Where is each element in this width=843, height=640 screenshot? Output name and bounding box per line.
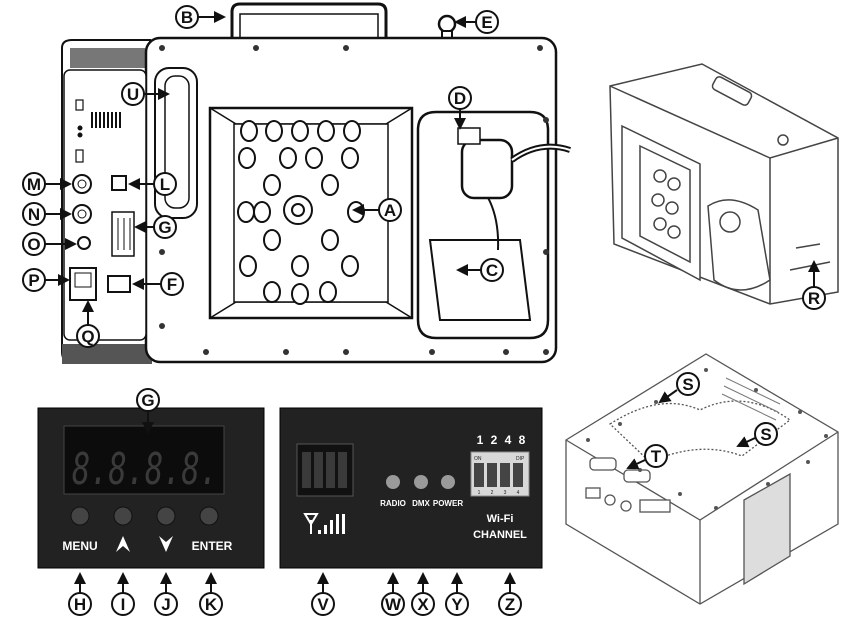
callout-y: Y	[451, 595, 463, 614]
dip-number-1: 1	[477, 433, 484, 447]
callout-c: C	[486, 261, 498, 280]
callout-v: V	[317, 595, 329, 614]
menu-button[interactable]	[70, 506, 90, 526]
up-arrow-icon	[116, 536, 130, 552]
dip-number-2: 2	[491, 433, 498, 447]
enter-button[interactable]	[199, 506, 219, 526]
unit-bottom-view	[565, 353, 839, 605]
dip-switch[interactable]: ON DIP 1 2 3 4	[470, 451, 530, 497]
dmx-label: DMX	[412, 499, 430, 508]
callout-j: J	[161, 595, 170, 614]
callout-t: T	[651, 447, 662, 466]
led-dmx	[414, 475, 428, 489]
led-power	[441, 475, 455, 489]
led-readout: 8.8.8.8.	[72, 444, 218, 495]
callout-s2: S	[760, 425, 771, 444]
unit-perspective-view	[609, 63, 839, 305]
callout-w: W	[385, 595, 402, 614]
callout-b: B	[181, 8, 193, 27]
enter-label: ENTER	[192, 539, 233, 553]
callout-i: I	[121, 595, 126, 614]
callout-s1: S	[682, 375, 693, 394]
svg-text:2: 2	[491, 490, 494, 496]
callout-m: M	[27, 175, 41, 194]
wifi-panel: RADIO DMX POWER 1 2 4 8 ON DIP 1 2 3 4 W…	[279, 407, 543, 569]
svg-text:DIP: DIP	[516, 456, 525, 462]
callout-q: Q	[81, 327, 94, 346]
antenna-signal-icon	[303, 513, 345, 534]
callout-letters: B E U D A C L G F M N O P Q R S S T G H …	[27, 8, 820, 614]
up-button[interactable]	[113, 506, 133, 526]
callout-l: L	[160, 175, 170, 194]
callout-n: N	[28, 205, 40, 224]
svg-text:3: 3	[504, 490, 507, 496]
callout-g2: G	[141, 391, 154, 410]
down-button[interactable]	[156, 506, 176, 526]
led-holes	[237, 120, 365, 305]
callout-o: O	[27, 235, 40, 254]
callout-p: P	[28, 271, 39, 290]
callout-h: H	[74, 595, 86, 614]
callout-k: K	[205, 595, 218, 614]
screws	[159, 45, 549, 355]
led-radio	[386, 475, 400, 489]
callout-r: R	[808, 289, 820, 308]
dip-number-8: 8	[519, 433, 526, 447]
down-arrow-icon	[159, 536, 173, 552]
callout-g: G	[158, 218, 171, 237]
callout-e: E	[481, 13, 492, 32]
callout-d: D	[454, 89, 466, 108]
svg-text:ON: ON	[474, 456, 482, 462]
channel-label: CHANNEL	[473, 529, 527, 541]
dip-number-4: 4	[505, 433, 512, 447]
callout-f: F	[167, 275, 177, 294]
wifi-label: Wi-Fi	[487, 513, 514, 525]
menu-label: MENU	[62, 539, 97, 553]
callout-z: Z	[505, 595, 515, 614]
radio-label: RADIO	[380, 499, 406, 508]
callout-u: U	[127, 85, 139, 104]
svg-text:1: 1	[478, 490, 481, 496]
display-panel: 8.8.8.8. MENU ENTER	[37, 407, 265, 569]
callout-a: A	[384, 201, 396, 220]
callouts	[22, 5, 826, 616]
power-label: POWER	[433, 499, 463, 508]
callout-x: X	[417, 595, 429, 614]
svg-text:4: 4	[517, 490, 520, 496]
